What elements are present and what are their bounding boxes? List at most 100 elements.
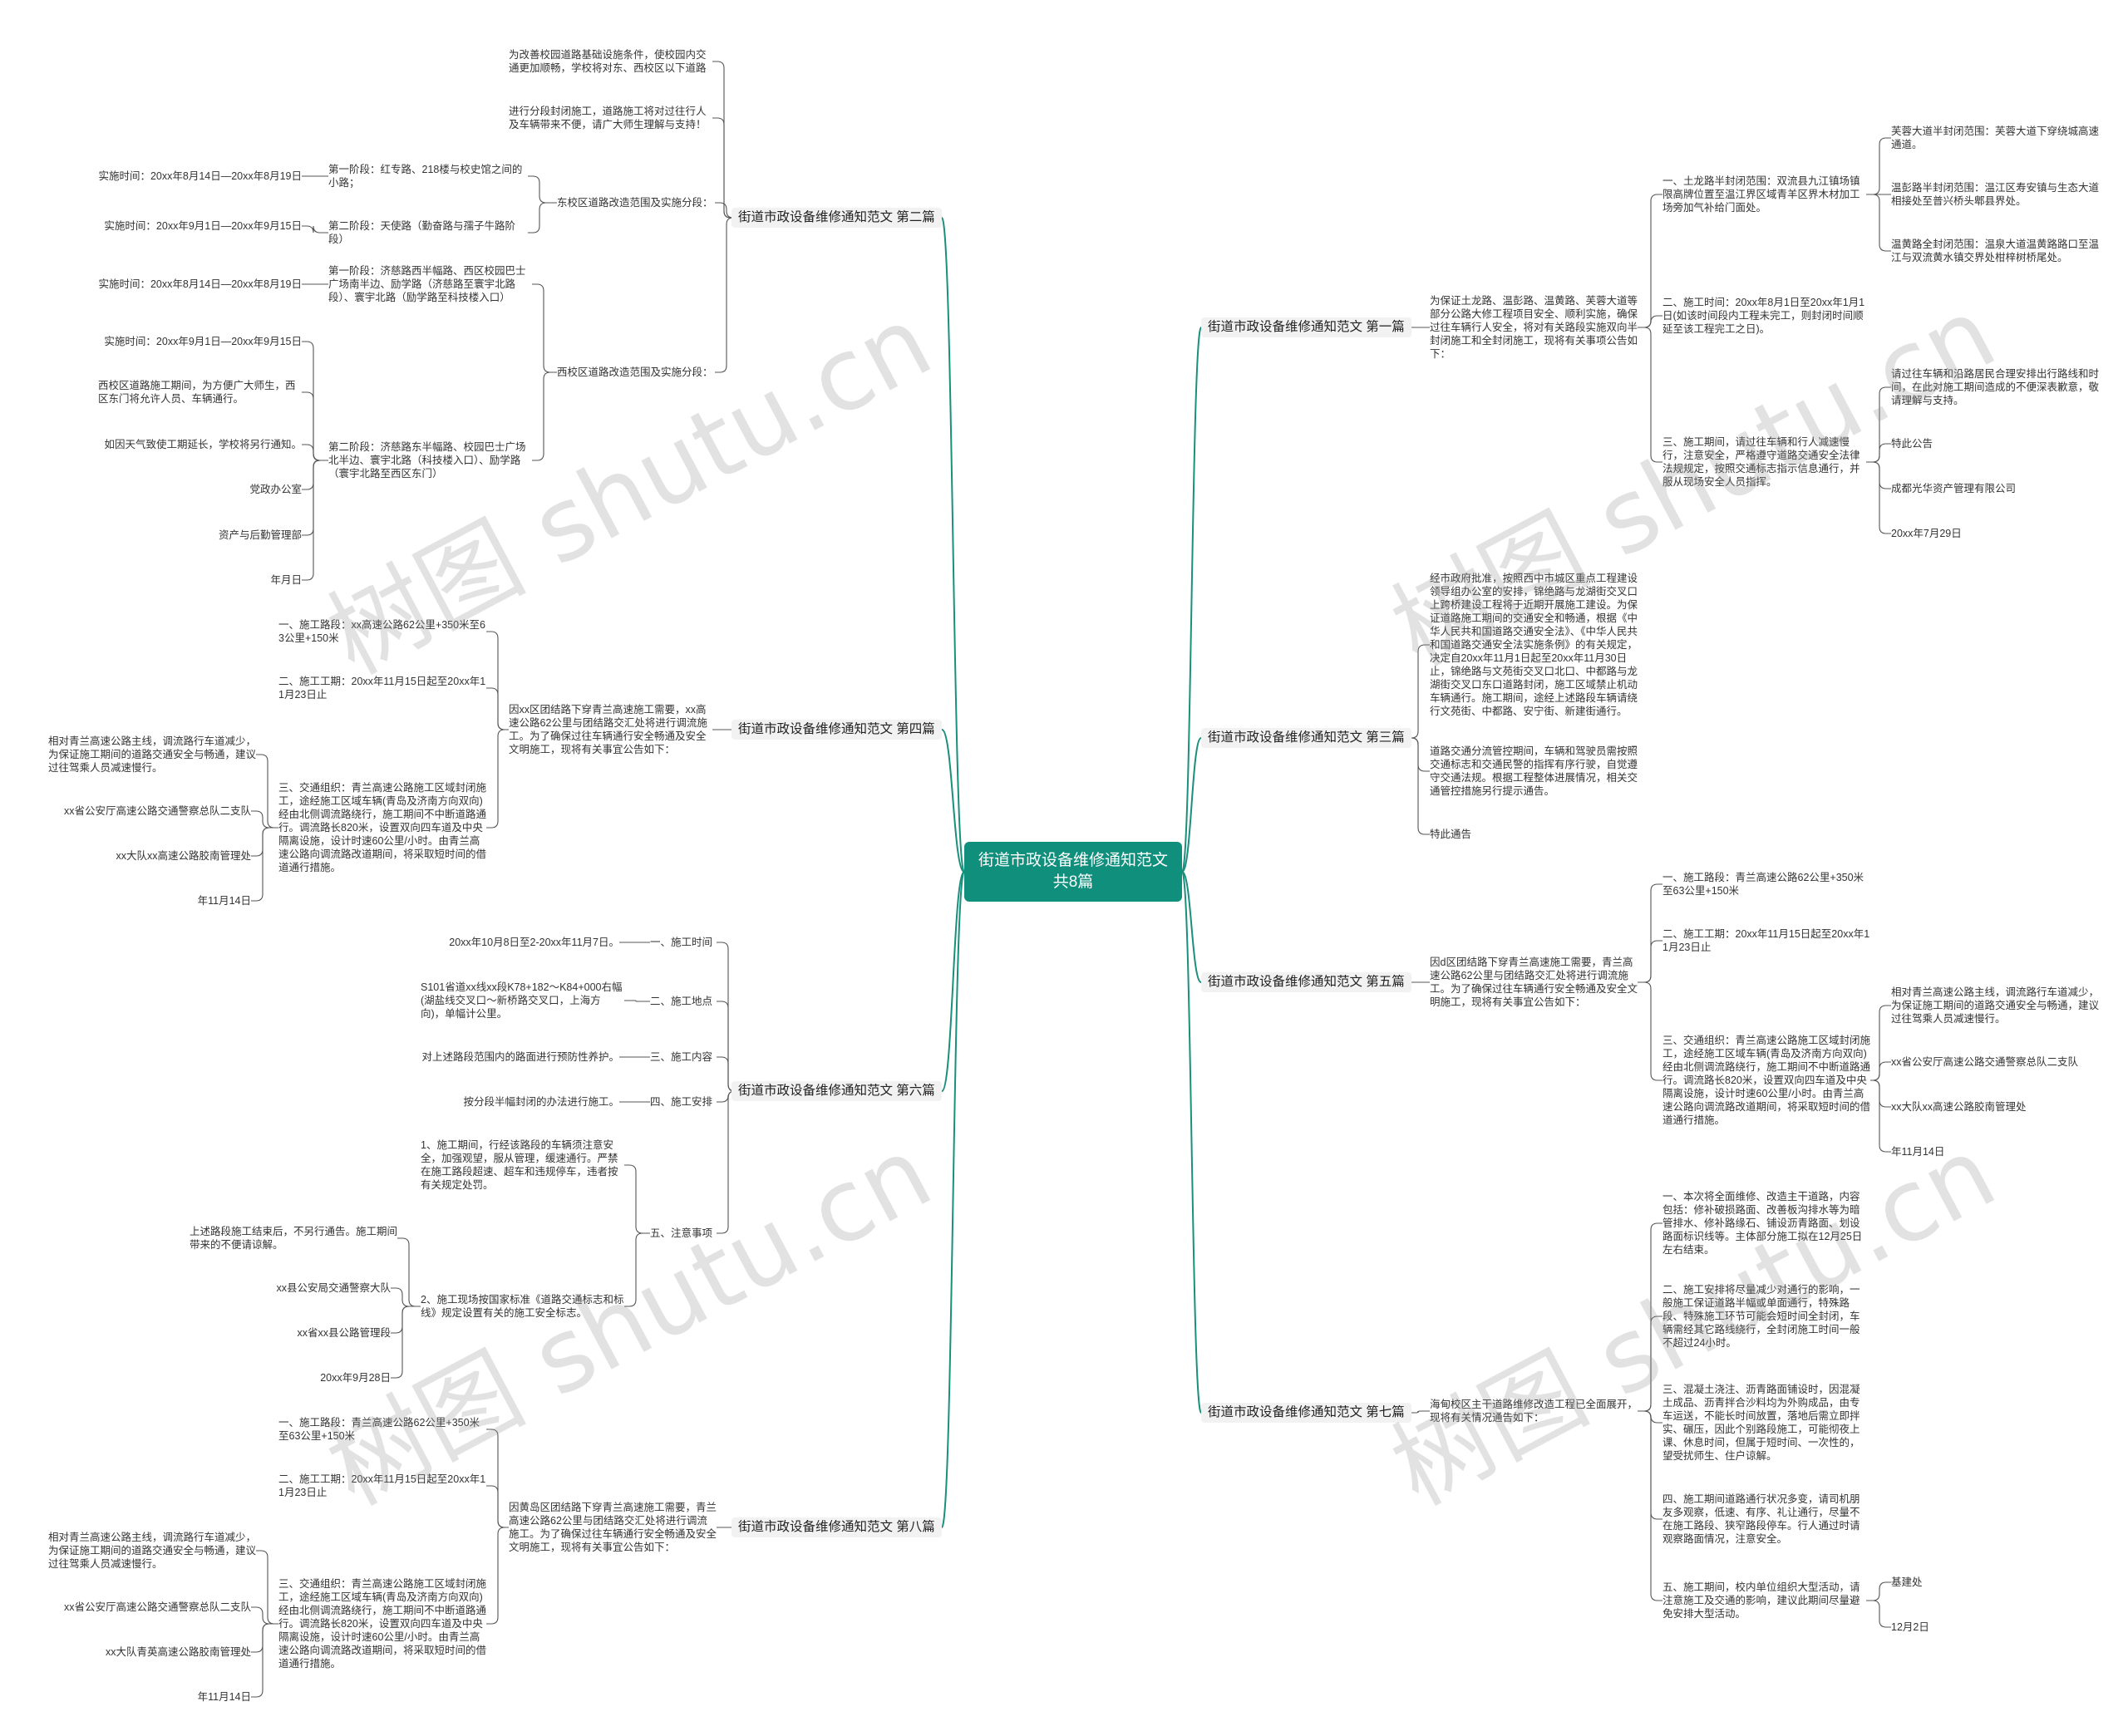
topic-node[interactable]: 进行分段封闭施工，道路施工将对过往行人及车辆带来不便，请广大师生理解与支持！	[509, 106, 707, 130]
topic-node[interactable]: 特此通告	[1430, 829, 1472, 840]
topic-node[interactable]: xx县公安局交通警察大队	[276, 1282, 391, 1294]
topic-node[interactable]: 三、混凝土浇注、沥青路面铺设时，因混凝土成品、沥青拌合沙料均为外购成品，由专车运…	[1662, 1384, 1860, 1462]
topic-node[interactable]: S101省道xx线xx段K78+182～K84+000右幅(湖盐线交叉口～新桥路…	[421, 981, 623, 1020]
topic-node[interactable]: 三、交通组织：青兰高速公路施工区域封闭施工，途经施工区域车辆(青岛及济南方向双向…	[278, 782, 487, 873]
connector-line	[1638, 981, 1662, 1081]
topic-node[interactable]: 海甸校区主干道路维修改造工程已全面展开，现将有关情况通告如下：	[1430, 1399, 1638, 1424]
topic-node[interactable]: 20xx年9月28日	[320, 1372, 391, 1384]
topic-node[interactable]: 相对青兰高速公路主线，调流路行车道减少，为保证施工期间的道路交通安全与畅通，建议…	[48, 735, 257, 774]
topic-node[interactable]: 20xx年7月29日	[1891, 528, 1962, 539]
topic-node[interactable]: 实施时间：20xx年8月14日—20xx年8月19日	[98, 170, 302, 182]
branch-part-1[interactable]: 街道市政设备维修通知范文 第一篇	[1201, 317, 1411, 337]
topic-node[interactable]: 第二阶段：天使路（勤奋路与孺子牛路阶段）	[328, 220, 516, 245]
topic-node[interactable]: xx省公安厅高速公路交通警察总队二支队	[63, 805, 251, 817]
topic-node[interactable]: 相对青兰高速公路主线，调流路行车道减少，为保证施工期间的道路交通安全与畅通，建议…	[48, 1532, 257, 1570]
topic-node[interactable]: 二、施工工期：20xx年11月15日起至20xx年11月23日止	[278, 1473, 486, 1498]
topic-node[interactable]: 第一阶段：济慈路西半幅路、西区校园巴士广场南半边、励学路（济慈路至寰宇北路段）、…	[328, 265, 526, 303]
topic-node[interactable]: 资产与后勤管理部	[218, 529, 302, 541]
topic-node[interactable]: 20xx年10月8日至2-20xx年11月7日。	[449, 937, 619, 948]
connector-line	[391, 1306, 421, 1379]
topic-node[interactable]: 2、施工现场按国家标准《道路交通标志和标线》规定设置有关的施工安全标志。	[421, 1294, 624, 1319]
topic-node[interactable]: 三、施工期间，请过往车辆和行人减速慢行，注意安全，严格遵守道路交通安全法律法规规…	[1662, 436, 1860, 488]
topic-node[interactable]: 第一阶段：红专路、218楼与校史馆之间的小路；	[328, 164, 523, 189]
topic-node[interactable]: 按分段半幅封闭的办法进行施工。	[463, 1096, 619, 1108]
topic-node[interactable]: 东校区道路改造范围及实施分段：	[557, 197, 713, 209]
topic-node[interactable]: 三、交通组织：青兰高速公路施工区域封闭施工，途经施工区域车辆(青岛及济南方向双向…	[1662, 1035, 1871, 1126]
topic-node[interactable]: 西校区道路改造范围及实施分段：	[557, 366, 713, 378]
connector-line	[624, 1164, 650, 1234]
topic-node[interactable]: 三、施工内容	[650, 1051, 713, 1063]
topic-node[interactable]: 因xx区团结路下穿青兰高速施工需要，xx高速公路62公里与团结路交汇处将进行调流…	[509, 704, 707, 755]
topic-node[interactable]: 二、施工工期：20xx年11月15日起至20xx年11月23日止	[1662, 928, 1870, 953]
topic-node[interactable]: 一、土龙路半封闭范围：双流县九江镇场镇限高牌位置至温江界区域青羊区界木材加工场旁…	[1662, 175, 1860, 214]
topic-node[interactable]: 相对青兰高速公路主线，调流路行车道减少，为保证施工期间的道路交通安全与畅通，建议…	[1891, 986, 2100, 1025]
topic-node[interactable]: 一、施工路段：青兰高速公路62公里+350米至63公里+150米	[1662, 872, 1864, 897]
connector-line	[712, 117, 732, 219]
topic-node[interactable]: 二、施工地点	[650, 996, 713, 1007]
topic-node[interactable]: 12月2日	[1891, 1621, 1929, 1633]
connector-line	[256, 1550, 278, 1625]
topic-node[interactable]: 党政办公室	[249, 484, 302, 495]
topic-node[interactable]: 三、交通组织：青兰高速公路施工区域封闭施工，途经施工区域车辆(青岛及济南方向双向…	[278, 1578, 487, 1670]
topic-node[interactable]: 西校区道路施工期间，为方便广大师生，西区东门将允许人员、车辆通行。	[98, 380, 296, 405]
topic-node[interactable]: 四、施工安排	[650, 1096, 713, 1108]
topic-node[interactable]: 1、施工期间，行经该路段的车辆须注意安全，加强观望，服从管理，缓速通行。严禁在施…	[421, 1139, 618, 1191]
connector-line	[941, 871, 965, 1528]
topic-node[interactable]: xx省公安厅高速公路交通警察总队二支队	[63, 1601, 251, 1613]
topic-node[interactable]: 年11月14日	[197, 1691, 251, 1703]
branch-part-5[interactable]: 街道市政设备维修通知范文 第五篇	[1201, 972, 1411, 992]
topic-node[interactable]: 四、施工期间道路通行状况多变，请司机朋友多观察，低速、有序、礼让通行，尽量不在施…	[1662, 1493, 1860, 1545]
topic-node[interactable]: xx大队xx高速公路胶南管理处	[1891, 1101, 2027, 1113]
connector-line	[1866, 194, 1891, 252]
branch-part-8[interactable]: 街道市政设备维修通知范文 第八篇	[732, 1517, 942, 1537]
topic-node[interactable]: 基建处	[1891, 1576, 1923, 1588]
topic-node[interactable]: 年11月14日	[197, 895, 251, 907]
topic-node[interactable]: 二、施工工期：20xx年11月15日起至20xx年11月23日止	[278, 676, 486, 701]
topic-node[interactable]: xx省公安厅高速公路交通警察总队二支队	[1891, 1056, 2079, 1068]
topic-node[interactable]: 因黄岛区团结路下穿青兰高速施工需要，青兰高速公路62公里与团结路交汇处将进行调流…	[509, 1502, 717, 1553]
topic-node[interactable]: 五、施工期间，校内单位组织大型活动，请注意施工及交通的影响，建议此期间尽量避免安…	[1662, 1581, 1860, 1620]
topic-node[interactable]: 第二阶段：济慈路东半幅路、校园巴士广场北半边、寰宇北路（科技楼入口）、励学路（寰…	[328, 441, 526, 479]
topic-node[interactable]: 一、施工路段：青兰高速公路62公里+350米至63公里+150米	[278, 1417, 480, 1442]
topic-node[interactable]: 道路交通分流管控期间，车辆和驾驶员需按照交通标志和交通民警的指挥有序行驶，自觉遵…	[1430, 745, 1638, 797]
connector-line	[1411, 644, 1430, 739]
topic-node[interactable]: 特此公告	[1891, 438, 1933, 450]
topic-node[interactable]: 年月日	[270, 574, 302, 586]
topic-node[interactable]: 上述路段施工结束后，不另行通告。施工期间带来的不便请谅解。	[190, 1226, 398, 1251]
topic-node[interactable]: 实施时间：20xx年8月14日—20xx年8月19日	[98, 278, 302, 290]
topic-node[interactable]: 温彭路半封闭范围：温江区寿安镇与生态大道相接处至普兴桥头郫县界处。	[1891, 182, 2100, 207]
connector-line	[624, 1232, 650, 1307]
topic-node[interactable]: 为保证土龙路、温彭路、温黄路、芙蓉大道等部分公路大修工程项目安全、顺利实施，确保…	[1430, 295, 1638, 360]
branch-part-6[interactable]: 街道市政设备维修通知范文 第六篇	[732, 1081, 942, 1101]
topic-node[interactable]: 芙蓉大道半封闭范围：芙蓉大道下穿绕城高速通道。	[1891, 125, 2100, 150]
topic-node[interactable]: xx省xx县公路管理段	[297, 1327, 391, 1339]
topic-node[interactable]: 五、注意事项	[650, 1227, 713, 1239]
topic-node[interactable]: 为改善校园道路基础设施条件，使校园内交通更加顺畅，学校将对东、西校区以下道路	[509, 49, 707, 74]
topic-node[interactable]: 一、施工时间	[650, 937, 713, 948]
topic-node[interactable]: 经市政府批准，按照西中市城区重点工程建设领导组办公室的安排，锦绝路与龙湖街交叉口…	[1430, 573, 1638, 717]
topic-node[interactable]: 实施时间：20xx年9月1日—20xx年9月15日	[104, 220, 302, 232]
topic-node[interactable]: 一、本次将全面维修、改造主干道路，内容包括：修补破损路面、改善板沟排水等为暗管排…	[1662, 1191, 1863, 1256]
topic-node[interactable]: xx大队青英高速公路胶南管理处	[105, 1646, 251, 1658]
topic-node[interactable]: 温黄路全封闭范围：温泉大道温黄路路口至温江与双流黄水镇交界处柑梓树桥尾处。	[1891, 239, 2100, 263]
topic-node[interactable]: 请过往车辆和沿路居民合理安排出行路线和时间，在此对施工期间造成的不便深表歉意，敬…	[1891, 368, 2100, 406]
topic-node[interactable]: xx大队xx高速公路胶南管理处	[116, 850, 251, 862]
topic-node[interactable]: 二、施工时间：20xx年8月1日至20xx年1月1日(如该时间段内工程未完工，则…	[1662, 297, 1865, 335]
branch-part-2[interactable]: 街道市政设备维修通知范文 第二篇	[732, 208, 942, 228]
branch-part-3[interactable]: 街道市政设备维修通知范文 第三篇	[1201, 728, 1411, 748]
topic-node[interactable]: 实施时间：20xx年9月1日—20xx年9月15日	[104, 336, 302, 347]
topic-node[interactable]: 一、施工路段：xx高速公路62公里+350米至63公里+150米	[278, 619, 486, 644]
connector-line	[1181, 327, 1202, 873]
root-topic[interactable]: 街道市政设备维修通知范文共8篇	[964, 842, 1182, 902]
connector-line	[302, 444, 328, 461]
topic-node[interactable]: 成都光华资产管理有限公司	[1891, 483, 2017, 494]
connector-line	[302, 225, 328, 234]
branch-part-4[interactable]: 街道市政设备维修通知范文 第四篇	[732, 720, 942, 740]
topic-node[interactable]: 如因天气致使工期延长，学校将另行通知。	[104, 439, 302, 450]
topic-node[interactable]: 对上述路段范围内的路面进行预防性养护。	[421, 1051, 619, 1063]
branch-part-7[interactable]: 街道市政设备维修通知范文 第七篇	[1201, 1403, 1411, 1423]
topic-node[interactable]: 二、施工安排将尽量减少对通行的影响，一般施工保证道路半幅或单面通行，特殊路段、特…	[1662, 1284, 1860, 1349]
topic-node[interactable]: 因d区团结路下穿青兰高速施工需要，青兰高速公路62公里与团结路交汇处将进行调流施…	[1430, 957, 1638, 1008]
topic-node[interactable]: 年11月14日	[1891, 1146, 1945, 1158]
